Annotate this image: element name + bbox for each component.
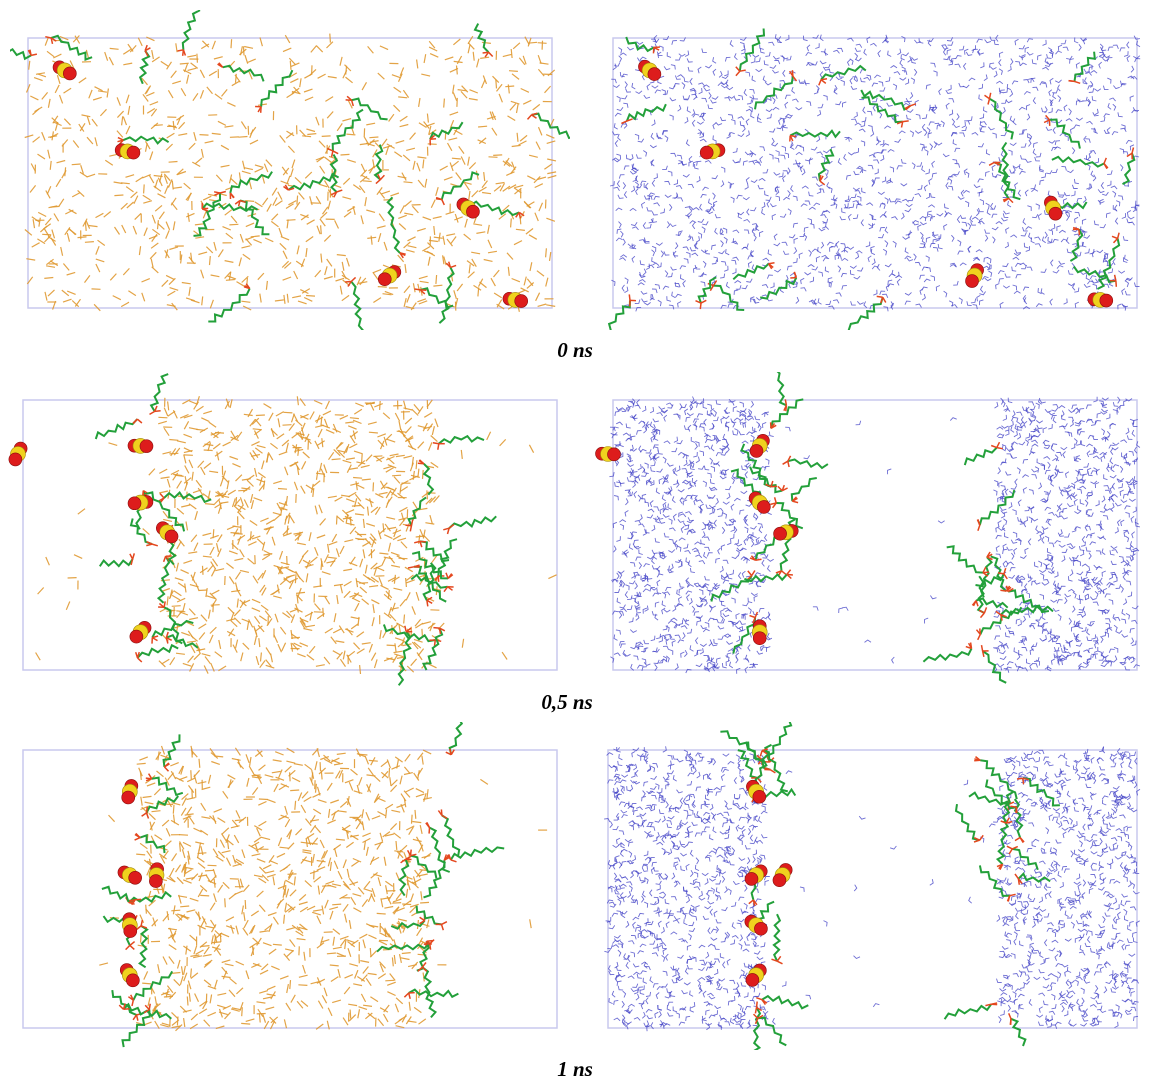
snapshot-svg: [595, 372, 1141, 684]
simulation-box: [612, 37, 1138, 309]
solvent-molecules: [35, 396, 557, 675]
snapshot-svg: [22, 722, 558, 1048]
simulation-box: [612, 399, 1138, 671]
snapshot-0ns-water: [595, 10, 1155, 330]
sulfate-ions: [117, 779, 165, 988]
sulfate-ions: [52, 60, 529, 308]
sulfate-ions: [638, 59, 1114, 308]
sulfate-ions: [595, 434, 799, 645]
solvent-molecules: [609, 34, 1141, 312]
simulation-box: [22, 399, 558, 671]
snapshot-1ns-water: [590, 722, 1155, 1050]
snapshot-05ns-water: [595, 372, 1155, 692]
time-caption-05ns: 0,5 ns: [541, 690, 593, 714]
solvent-molecules: [604, 746, 1141, 1032]
time-caption-1ns: 1 ns: [557, 1057, 593, 1081]
snapshot-05ns-organic: [5, 372, 575, 692]
snapshot-svg: [604, 722, 1141, 1050]
time-caption-0ns: 0 ns: [557, 338, 593, 362]
solvent-molecules: [609, 396, 1141, 674]
surfactant-molecules: [607, 28, 1136, 330]
snapshot-1ns-organic: [5, 722, 575, 1050]
snapshot-0ns-organic: [10, 10, 570, 330]
surfactant-molecules: [10, 10, 570, 330]
snapshot-svg: [607, 28, 1141, 330]
sulfate-ions: [8, 438, 179, 644]
solvent-molecules: [99, 745, 548, 1032]
sulfate-ions: [744, 779, 793, 987]
snapshot-svg: [10, 10, 570, 330]
snapshot-svg: [8, 373, 558, 686]
